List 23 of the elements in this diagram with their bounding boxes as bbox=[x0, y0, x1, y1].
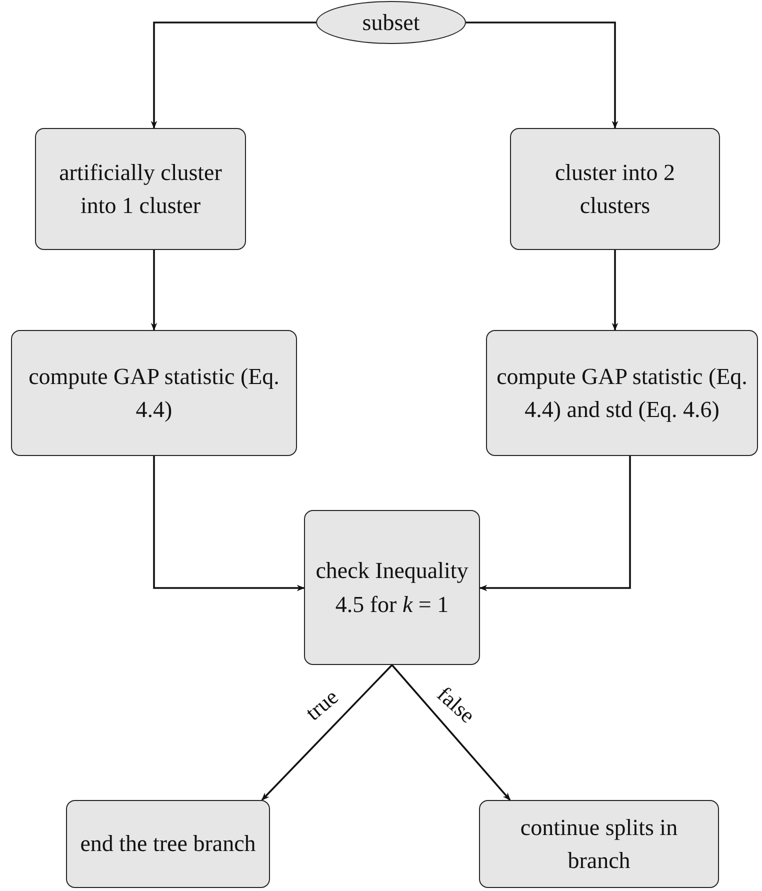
arrow bbox=[479, 456, 631, 592]
node-text: artificially cluster into 1 cluster bbox=[58, 158, 223, 220]
node-text: compute GAP statistic (Eq. 4.4) bbox=[28, 362, 280, 424]
node-text: subset bbox=[362, 8, 420, 37]
process-box bbox=[486, 330, 758, 456]
process-box bbox=[66, 800, 270, 888]
arrow bbox=[150, 22, 316, 129]
node-text: compute GAP statistic (Eq. 4.4) and std (Eq. 4.6) bbox=[496, 362, 748, 424]
process-box bbox=[479, 800, 719, 888]
arrow bbox=[391, 664, 511, 801]
process-box bbox=[510, 128, 720, 250]
node-text: cluster into 2 clusters bbox=[554, 158, 676, 220]
node-text: check Inequality 4.5 for k = 1 bbox=[314, 557, 470, 618]
process-box bbox=[304, 510, 480, 665]
arrow bbox=[612, 250, 618, 331]
arrow bbox=[153, 456, 305, 592]
node-text: continue splits in branch bbox=[519, 814, 679, 875]
process-box bbox=[11, 330, 297, 456]
process-box bbox=[35, 128, 246, 250]
arrow bbox=[261, 664, 393, 801]
arrow bbox=[466, 22, 618, 129]
arrow bbox=[150, 250, 158, 331]
node-text: end the tree branch bbox=[80, 830, 256, 858]
